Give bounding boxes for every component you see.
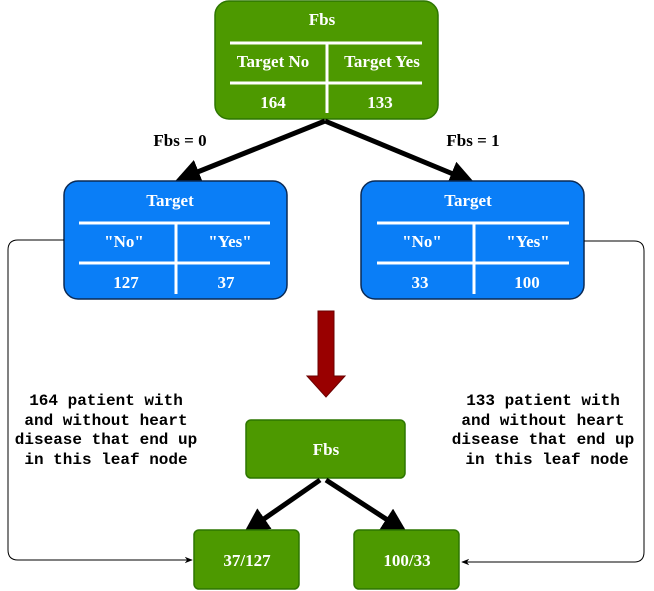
right-node-title: Target [444, 191, 492, 210]
leaf-left-box [193, 529, 300, 590]
right-col-left: "No" [402, 232, 442, 251]
left-col-right: "Yes" [208, 232, 251, 251]
left-target-node: Target "No" "Yes" 127 37 [63, 180, 288, 300]
root-col-left: Target No [237, 52, 310, 71]
leaf-right-label: 100/33 [383, 551, 430, 570]
right-target-node: Target "No" "Yes" 33 100 [360, 180, 585, 300]
leaf-arrow-left [243, 477, 322, 533]
note-left: 164 patient with and without heart disea… [15, 392, 197, 469]
root-val-left: 164 [260, 93, 286, 112]
leaf-right-box [353, 529, 460, 590]
note-right-line: disease that end up [452, 431, 634, 449]
leaf-left-label: 37/127 [223, 551, 271, 570]
note-right-line: and without heart [461, 412, 624, 430]
edge-label-right: Fbs = 1 [446, 131, 499, 150]
transform-down-arrow [305, 310, 347, 398]
note-right-line: in this leaf node [465, 451, 628, 469]
note-right-line: 133 patient with [466, 392, 620, 410]
note-left-line: 164 patient with [29, 392, 183, 410]
note-right: 133 patient with and without heart disea… [452, 392, 634, 469]
edge-arrow-right [324, 118, 475, 185]
root-col-right: Target Yes [344, 52, 420, 71]
left-node-title: Target [146, 191, 194, 210]
right-col-right: "Yes" [506, 232, 549, 251]
connector-right [461, 240, 645, 566]
summary-node-box [245, 419, 406, 479]
note-left-line: and without heart [24, 412, 187, 430]
edge-arrow-left [175, 118, 326, 184]
right-val-left: 33 [412, 273, 429, 292]
leaf-left: 37/127 [193, 529, 300, 590]
summary-node-title: Fbs [313, 440, 340, 459]
note-left-line: disease that end up [15, 431, 197, 449]
leaf-right: 100/33 [353, 529, 460, 590]
left-val-right: 37 [218, 273, 236, 292]
root-node: Fbs Target No Target Yes 164 133 [214, 0, 439, 120]
summary-fbs-node: Fbs [245, 419, 406, 479]
right-val-right: 100 [514, 273, 540, 292]
leaf-arrow-right [324, 477, 408, 533]
edge-label-left: Fbs = 0 [153, 131, 206, 150]
root-node-title: Fbs [309, 10, 336, 29]
connector-left [7, 239, 193, 564]
root-val-right: 133 [367, 93, 393, 112]
left-col-left: "No" [104, 232, 144, 251]
note-left-line: in this leaf node [24, 451, 187, 469]
left-val-left: 127 [113, 273, 139, 292]
